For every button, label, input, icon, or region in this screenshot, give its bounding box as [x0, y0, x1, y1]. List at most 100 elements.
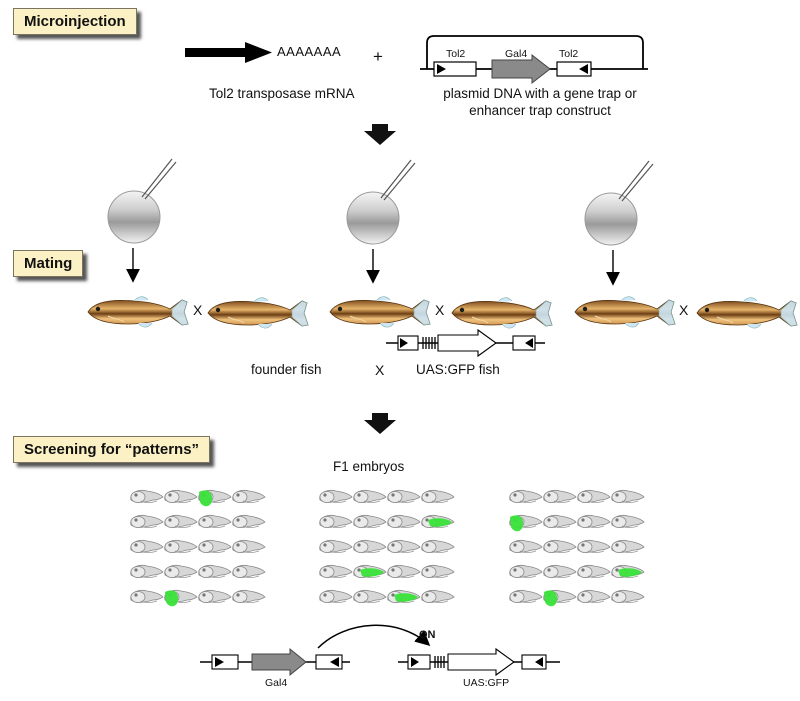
plasmid-label-line2: enhancer trap construct	[469, 103, 611, 118]
gfp-expression-pattern	[544, 590, 558, 607]
gfp-expression-pattern	[394, 593, 418, 602]
mrna-body	[185, 48, 247, 57]
uas-gfp-bottom-label: UAS:GFP	[463, 677, 510, 689]
embryo-grid-1	[130, 489, 266, 607]
injected-egg-2	[346, 159, 416, 245]
gfp-expression-pattern	[360, 568, 384, 577]
gfp-expression-pattern	[510, 515, 524, 532]
founder-fish-2	[329, 296, 431, 328]
embryo	[232, 514, 266, 528]
step-mating-label: Mating	[13, 250, 84, 277]
on-label: ON	[419, 629, 436, 641]
f1-embryos-label: F1 embryos	[333, 459, 405, 474]
embryo	[232, 564, 266, 578]
embryo	[543, 539, 577, 553]
gal4-construct	[200, 647, 350, 677]
embryo	[198, 564, 232, 578]
embryo	[232, 539, 266, 553]
embryo	[543, 564, 577, 578]
plus-sign: +	[373, 47, 383, 66]
embryo	[509, 489, 543, 503]
down-arrow-2	[364, 413, 396, 434]
embryo	[577, 539, 611, 553]
embryo	[421, 564, 455, 578]
embryo	[509, 539, 543, 553]
gfp-expression-pattern	[165, 590, 179, 607]
down-arrow-1	[364, 124, 396, 145]
tol2-right-box	[556, 61, 592, 77]
embryo	[164, 489, 198, 503]
tol2-left-label: Tol2	[446, 48, 466, 60]
polya-tail: AAAAAAA	[277, 44, 342, 59]
embryo	[198, 589, 232, 603]
embryo	[319, 489, 353, 503]
step-screening-label: Screening for “patterns”	[13, 436, 211, 463]
embryo	[577, 589, 611, 603]
embryo	[164, 514, 198, 528]
uas-fish-label: UAS:GFP fish	[416, 362, 500, 377]
embryo	[353, 489, 387, 503]
cross-label: X	[375, 362, 385, 378]
embryo	[421, 539, 455, 553]
embryo	[130, 539, 164, 553]
embryo	[387, 564, 421, 578]
embryo	[611, 589, 645, 603]
embryo	[130, 489, 164, 503]
founder-fish-3	[574, 296, 676, 328]
reporter-fish-2	[451, 297, 553, 329]
mrna-label: Tol2 transposase mRNA	[209, 86, 355, 101]
gfp-expression-pattern	[199, 490, 213, 507]
cross-symbol-3: X	[679, 302, 689, 318]
embryo	[387, 514, 421, 528]
embryo-grid-2	[319, 489, 455, 603]
embryo-grid-3	[509, 489, 645, 607]
step-microinjection-label: Microinjection	[13, 8, 137, 35]
embryo	[164, 539, 198, 553]
embryo	[509, 589, 543, 603]
gfp-expression-pattern	[618, 568, 642, 577]
embryo	[421, 489, 455, 503]
embryo	[577, 514, 611, 528]
embryo	[509, 564, 543, 578]
embryo	[319, 539, 353, 553]
plasmid-construct	[420, 35, 648, 85]
embryo	[198, 539, 232, 553]
embryo	[611, 514, 645, 528]
embryo	[319, 589, 353, 603]
founder-fish-1	[87, 296, 189, 328]
embryo	[319, 564, 353, 578]
founder-fish-label: founder fish	[251, 362, 322, 377]
activation-arrow	[317, 624, 431, 649]
mrna-arrowhead	[245, 42, 272, 63]
cross-symbol-2: X	[435, 302, 445, 318]
embryo	[543, 514, 577, 528]
embryo	[198, 514, 232, 528]
uas-gfp-construct	[386, 328, 545, 358]
injected-egg-1	[107, 158, 177, 244]
embryo	[232, 489, 266, 503]
embryo	[543, 489, 577, 503]
embryo	[611, 489, 645, 503]
embryo	[130, 589, 164, 603]
embryo	[611, 539, 645, 553]
embryo	[387, 539, 421, 553]
reporter-fish-3	[696, 297, 798, 329]
embryo	[353, 589, 387, 603]
embryo	[164, 564, 198, 578]
embryo	[232, 589, 266, 603]
embryo	[577, 489, 611, 503]
embryo	[353, 514, 387, 528]
embryo	[421, 589, 455, 603]
embryo	[353, 539, 387, 553]
embryo	[387, 489, 421, 503]
embryo	[577, 564, 611, 578]
tol2-right-label: Tol2	[559, 48, 579, 60]
reporter-fish-1	[207, 297, 309, 329]
embryo	[130, 514, 164, 528]
gfp-expression-pattern	[428, 518, 452, 527]
uas-gfp-reporter	[398, 647, 560, 677]
injected-egg-3	[584, 160, 654, 246]
plasmid-label-line1: plasmid DNA with a gene trap or	[443, 86, 637, 101]
gal4-arrow	[491, 53, 551, 85]
